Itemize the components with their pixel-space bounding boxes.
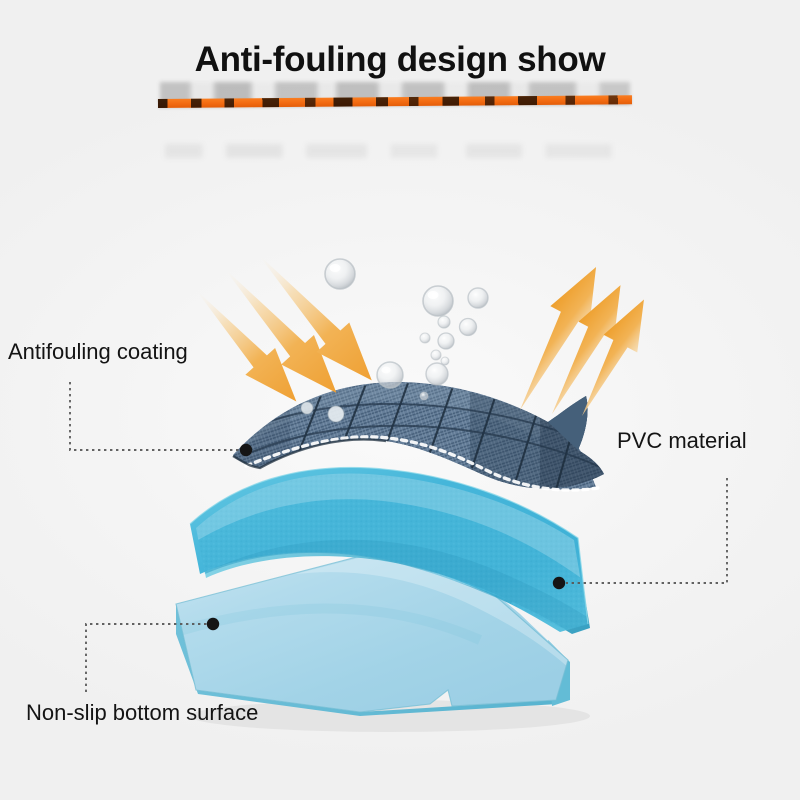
anchor-dot-pvc bbox=[552, 576, 566, 590]
leader-antifouling bbox=[69, 382, 240, 451]
incoming-soil-arrows bbox=[196, 254, 372, 402]
anchor-dot-nonslip bbox=[206, 617, 220, 631]
deflected-soil-arrows bbox=[520, 266, 644, 416]
arrow-deflected-2 bbox=[552, 285, 621, 414]
arrow-deflected-3 bbox=[582, 299, 644, 416]
callout-label-antifouling: Antifouling coating bbox=[8, 339, 188, 364]
stitching-line bbox=[244, 435, 600, 492]
water-droplets bbox=[300, 258, 489, 423]
arrow-deflected-1 bbox=[520, 266, 597, 410]
leader-nonslip bbox=[85, 623, 210, 692]
callout-leader-lines bbox=[69, 382, 728, 692]
callout-label-pvc: PVC material bbox=[617, 428, 747, 453]
leader-pvc bbox=[566, 478, 728, 584]
callout-anchor-dots bbox=[206, 443, 566, 631]
arrow-incoming-2 bbox=[224, 268, 337, 393]
arrow-incoming-1 bbox=[196, 290, 297, 402]
arrow-incoming-3 bbox=[258, 254, 372, 381]
anchor-dot-antifouling bbox=[239, 443, 253, 457]
erased-subheadline-ghost bbox=[165, 144, 635, 158]
callout-label-nonslip: Non-slip bottom surface bbox=[26, 700, 259, 725]
page-title: Anti-fouling design show bbox=[194, 40, 606, 79]
